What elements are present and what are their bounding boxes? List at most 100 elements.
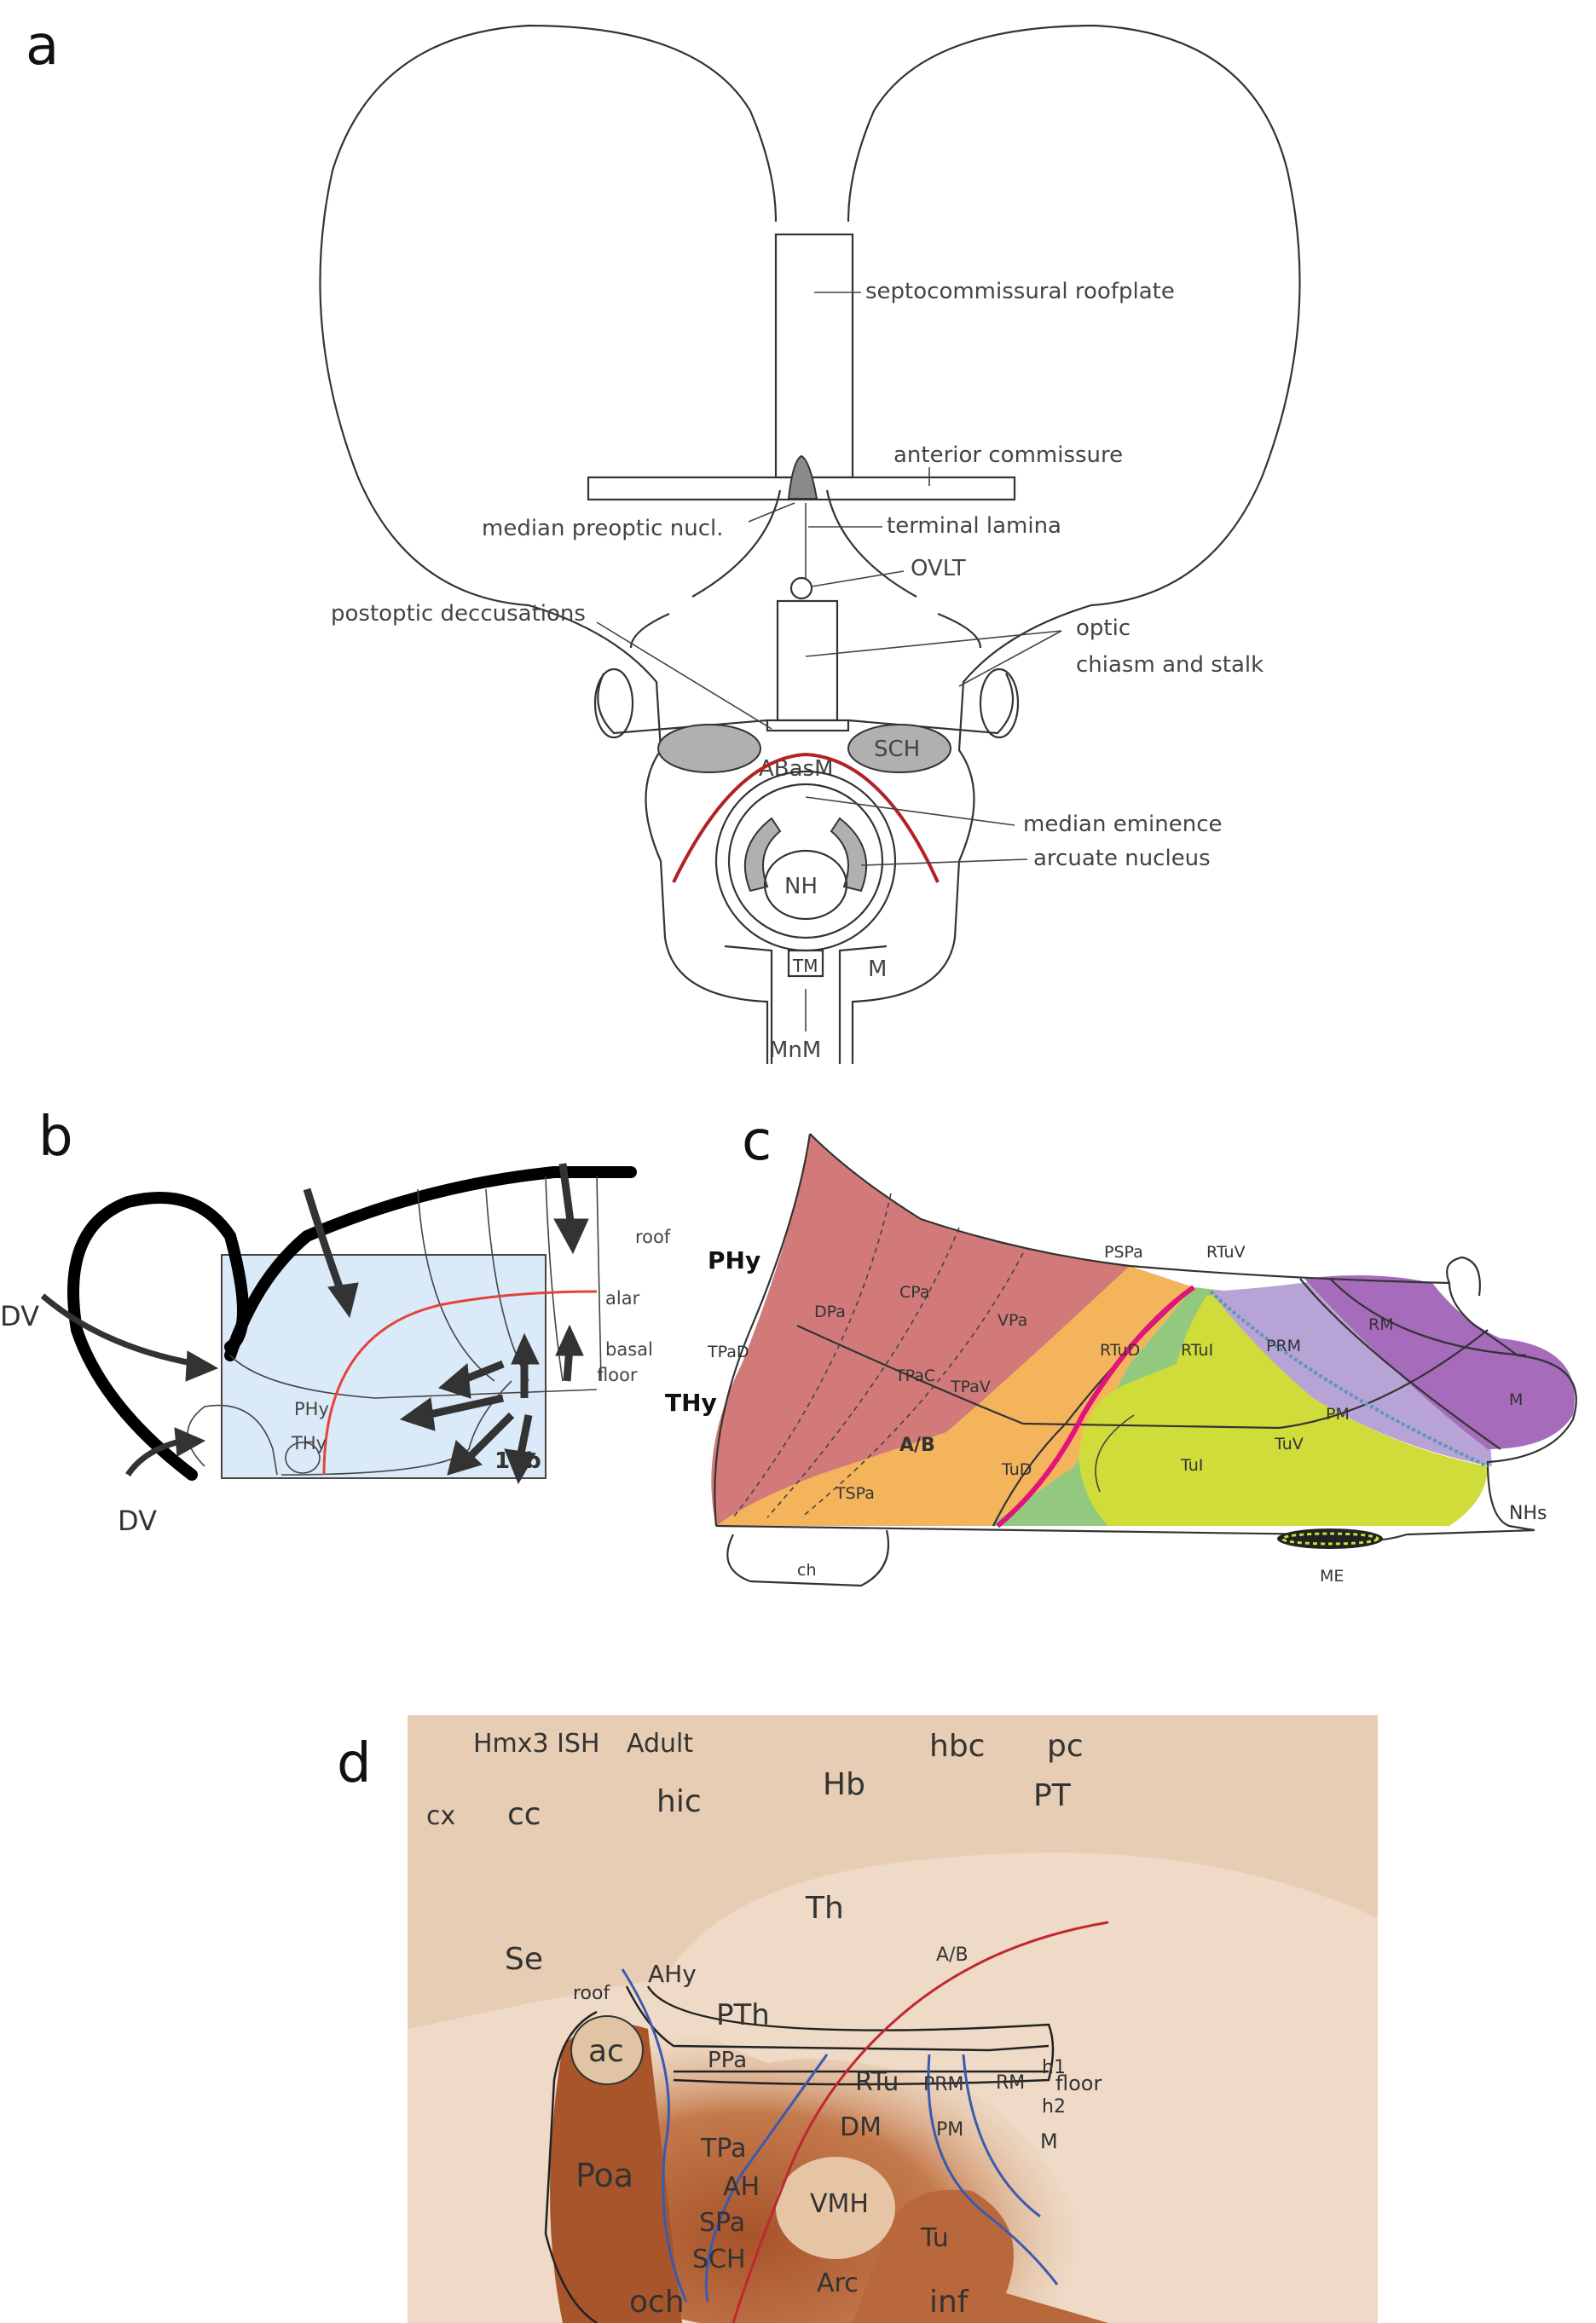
label-pth: PTh [716, 1998, 770, 2032]
label-tpav: TPaV [950, 1378, 991, 1396]
label-mnm: MnM [769, 1037, 821, 1063]
label-tui: TuI [1180, 1456, 1203, 1475]
label-postoptic-deccusations: postoptic deccusations [331, 601, 586, 627]
stain-poa [550, 2023, 682, 2323]
label-spa: SPa [699, 2208, 745, 2238]
panel-c-notch [1446, 1256, 1481, 1297]
ac-circle [570, 2015, 644, 2085]
label-alar: alar [605, 1288, 640, 1309]
leader-postoptic [596, 621, 772, 730]
label-vpa: VPa [998, 1311, 1027, 1330]
label-rtuv: RTuV [1206, 1243, 1246, 1262]
sch-right [847, 724, 951, 773]
label-poa: Poa [575, 2157, 633, 2194]
terminal-lamina-curves [691, 489, 917, 598]
optic-nerve-left [593, 667, 634, 739]
boundary-rm [1329, 1278, 1527, 1357]
region-pallial-red [711, 1134, 1130, 1526]
region-orange [716, 1266, 1194, 1526]
tissue-upper [408, 1715, 1378, 2029]
lower-hypothalamus [724, 945, 888, 1064]
arrow-head-4 [399, 1397, 436, 1431]
pallial-dashed-lines [732, 1193, 1024, 1518]
panel-a-brain-outline [319, 24, 1301, 1064]
label-rm-d: RM [996, 2072, 1025, 2094]
arrow-head-1 [327, 1282, 359, 1319]
ch-outline [726, 1529, 890, 1587]
label-m-panel-a: M [868, 956, 887, 982]
region-purple [1304, 1275, 1575, 1449]
label-ch: ch [797, 1561, 817, 1580]
arrow-head-2 [553, 1218, 589, 1255]
label-ab-d: A/B [936, 1945, 969, 1966]
label-vmh: VMH [810, 2189, 869, 2219]
blue-line-3 [927, 2054, 1059, 2285]
label-se: Se [505, 1942, 543, 1977]
panel-c: c PHy THy TPaD DPa CPa [665, 1110, 1577, 1587]
tui-outline [1095, 1414, 1135, 1493]
label-m-d: M [1040, 2129, 1058, 2153]
label-hbc: hbc [929, 1729, 985, 1764]
optic-tract-curves [629, 612, 982, 649]
label-ovlt: OVLT [911, 556, 966, 581]
label-inf: inf [929, 2285, 969, 2320]
leader-ovlt [811, 570, 905, 587]
label-dv-bottom: DV [118, 1505, 157, 1537]
ab-boundary-line [672, 752, 940, 883]
label-optic: optic [1076, 615, 1130, 641]
label-hmx3-ish: Hmx3 ISH [473, 1729, 600, 1759]
arcuate-left [743, 817, 782, 893]
blue-line-4 [962, 2054, 1041, 2218]
label-ahy: AHy [648, 1960, 697, 1988]
label-tm: TM [792, 956, 818, 976]
label-anterior-commissure: anterior commissure [893, 442, 1123, 468]
nh-ellipse [763, 849, 848, 921]
label-m-c: M [1509, 1390, 1523, 1409]
label-rtui: RTuI [1181, 1341, 1213, 1360]
label-basal: basal [605, 1339, 653, 1360]
arrow-shaft-dv-top [40, 1293, 197, 1367]
label-ppa: PPa [708, 2048, 747, 2073]
label-och: och [629, 2285, 685, 2320]
label-rm: RM [1368, 1315, 1394, 1334]
vmh-pale [776, 2157, 895, 2259]
label-terminal-lamina: terminal lamina [887, 513, 1061, 539]
roof-thick-left [67, 1192, 249, 1481]
label-prm: PRM [1266, 1337, 1301, 1355]
label-median-preoptic-nucl: median preoptic nucl. [482, 516, 723, 541]
label-tspa: TSPa [835, 1484, 875, 1503]
label-tud: TuD [1001, 1460, 1032, 1479]
boundary-prm [1299, 1278, 1501, 1450]
label-pm-d: PM [936, 2119, 963, 2141]
blue-line-1 [621, 1968, 688, 2303]
label-roof: roof [635, 1227, 671, 1247]
label-pspa: PSPa [1104, 1243, 1143, 1262]
morphogen-arrows [40, 1163, 589, 1485]
arrow-head-dv-top [185, 1350, 219, 1382]
label-dpa: DPa [814, 1303, 846, 1321]
poa-outline [544, 2010, 598, 2323]
label-ab-c: A/B [899, 1435, 935, 1456]
label-adult: Adult [627, 1729, 693, 1759]
sch-left [657, 724, 761, 773]
leader-arcuate [860, 858, 1028, 866]
region-yellow [1078, 1292, 1488, 1526]
label-thy-c: THy [665, 1389, 717, 1417]
label-hic: hic [656, 1784, 702, 1819]
label-sch-d: SCH [692, 2245, 746, 2274]
label-sch: SCH [874, 737, 920, 762]
label-prm-d: PRM [923, 2074, 964, 2095]
label-h2: h2 [1042, 2096, 1066, 2118]
label-hb: Hb [823, 1767, 865, 1802]
label-pm: PM [1326, 1405, 1350, 1424]
label-cx: cx [426, 1801, 455, 1831]
label-floor: floor [597, 1365, 638, 1385]
label-ah: AH [723, 2172, 760, 2202]
leader-median-eminence [805, 796, 1015, 826]
me-dashes [1281, 1532, 1379, 1546]
tm-box [787, 949, 824, 978]
panel-c-left-edge [714, 1133, 812, 1527]
median-eminence-inner [727, 783, 884, 939]
label-arcuate-nucleus: arcuate nucleus [1033, 846, 1211, 871]
